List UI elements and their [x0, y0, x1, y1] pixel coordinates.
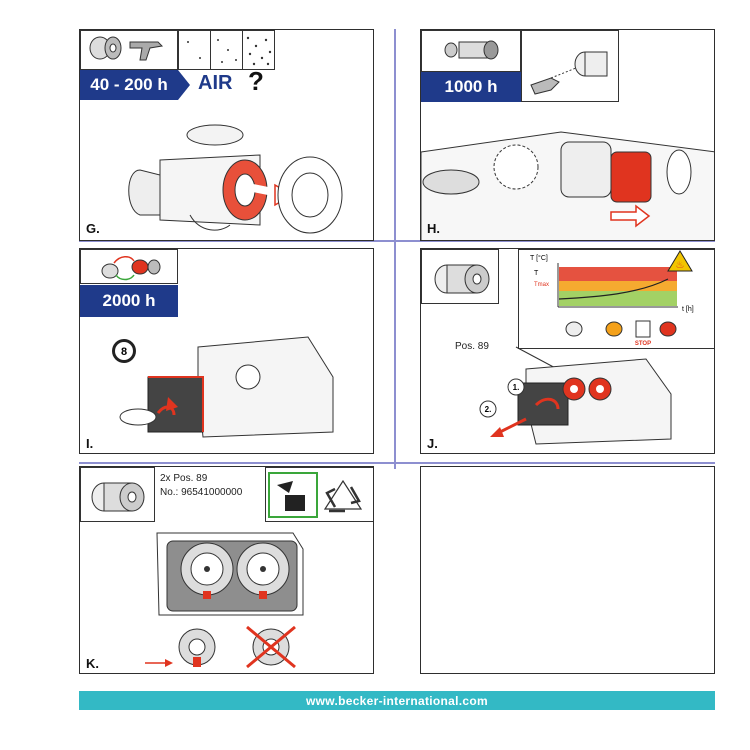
panel-letter: J.	[427, 436, 438, 451]
panel-j: T [°C] T Tmax t [h] ♨ STOP Pos. 89 1. 2.…	[420, 248, 715, 454]
panel-empty	[420, 466, 715, 674]
panel-g: 40 - 200 h AIR ? G.	[79, 29, 374, 241]
chart-stop-label: STOP	[635, 341, 651, 347]
dust-level-icons	[178, 30, 275, 70]
panel-letter: G.	[86, 221, 100, 236]
disposal-recycle-icons	[265, 467, 373, 522]
air-label: AIR	[198, 72, 233, 94]
panel-letter: K.	[86, 656, 99, 671]
callout-number: 8	[121, 346, 127, 358]
parts-number: No.: 96541000000	[160, 487, 243, 498]
badge-arrow	[178, 70, 190, 100]
temperature-warning-chart: T [°C] T Tmax t [h] ♨ STOP	[518, 249, 714, 349]
interval-badge: 40 - 200 h	[80, 70, 178, 100]
filter-cartridge-icon	[421, 249, 499, 304]
svg-text:♨: ♨	[676, 260, 685, 271]
panel-letter: I.	[86, 436, 94, 451]
pump-filter-removal-illustration	[421, 131, 714, 240]
chart-tflame-label: T	[534, 270, 539, 277]
airgun-cleaning-icon	[521, 30, 619, 102]
column-divider-top	[394, 29, 396, 469]
chart-tmax-label: Tmax	[534, 282, 549, 288]
filter-swap-icon	[80, 249, 178, 284]
filter-airgun-icon	[80, 30, 178, 70]
fitting-icon	[421, 30, 521, 72]
filter-cartridges-in-housing-illustration	[145, 532, 304, 669]
interval-badge: 2000 h	[80, 285, 178, 317]
panel-h: 1000 h H.	[420, 29, 715, 241]
chart-x-label: t [h]	[682, 306, 694, 313]
pump-side-cover-illustration: 8	[112, 336, 334, 438]
step2-label: 2.	[485, 405, 492, 414]
interval-badge: 1000 h	[421, 72, 521, 102]
filter-housing-illustration	[128, 124, 343, 234]
pump-filter-cartridge-illustration: 1. 2.	[479, 346, 672, 445]
question-mark: ?	[248, 66, 264, 96]
footer-url[interactable]: www.becker-international.com	[79, 691, 715, 710]
filter-cartridge-icon	[80, 467, 155, 522]
chart-y-label: T [°C]	[530, 254, 548, 262]
panel-k: 2x Pos. 89 No.: 96541000000 K.	[79, 466, 374, 674]
parts-quantity: 2x Pos. 89	[160, 473, 208, 484]
row-divider-1	[79, 240, 715, 242]
panel-letter: H.	[427, 221, 440, 236]
row-divider-2	[79, 462, 715, 464]
pos-label: Pos. 89	[455, 341, 489, 352]
step1-label: 1.	[513, 383, 520, 392]
panel-i: 2000 h 8 I.	[79, 248, 374, 454]
